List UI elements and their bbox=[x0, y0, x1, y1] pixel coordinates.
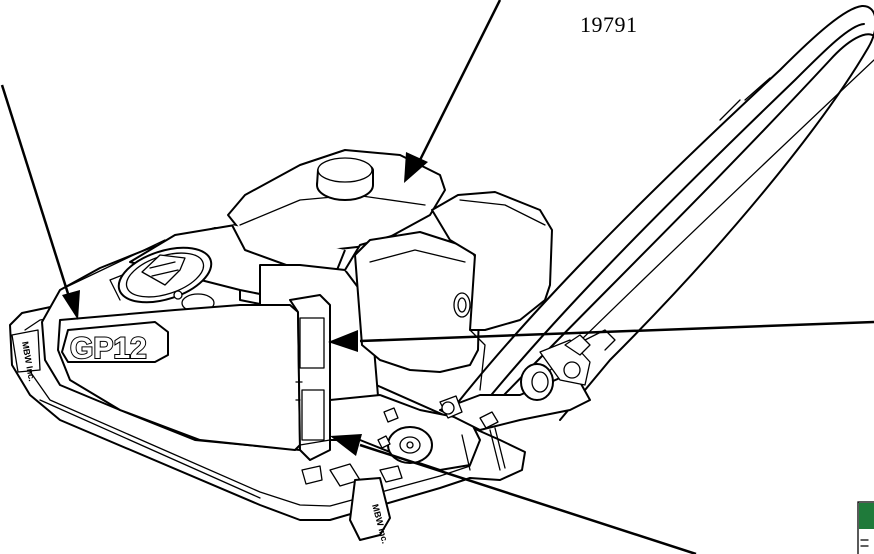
corner-thumbnail bbox=[857, 501, 874, 554]
arrowhead-upper-decal bbox=[328, 330, 358, 352]
model-logo: GP12 bbox=[61, 321, 169, 366]
arrowhead-logo bbox=[62, 290, 80, 320]
recoil-starter bbox=[431, 191, 553, 391]
arrowhead-lower-decal bbox=[330, 434, 362, 456]
plate-mounts: MBW Inc. MBW Inc. bbox=[11, 329, 403, 545]
callout-leader-lower-decal bbox=[359, 443, 697, 554]
engine-fuel-tank bbox=[227, 149, 446, 276]
model-logo-text: GP12 bbox=[70, 332, 147, 365]
callout-leader-upper-decal bbox=[359, 320, 874, 343]
linkage-hardware bbox=[329, 329, 616, 471]
callout-leader-fuel-tank bbox=[418, 0, 502, 161]
callout-leader-logo bbox=[0, 84, 72, 301]
arrowhead-fuel-tank bbox=[404, 152, 428, 183]
part-number: 19791 bbox=[580, 12, 638, 37]
